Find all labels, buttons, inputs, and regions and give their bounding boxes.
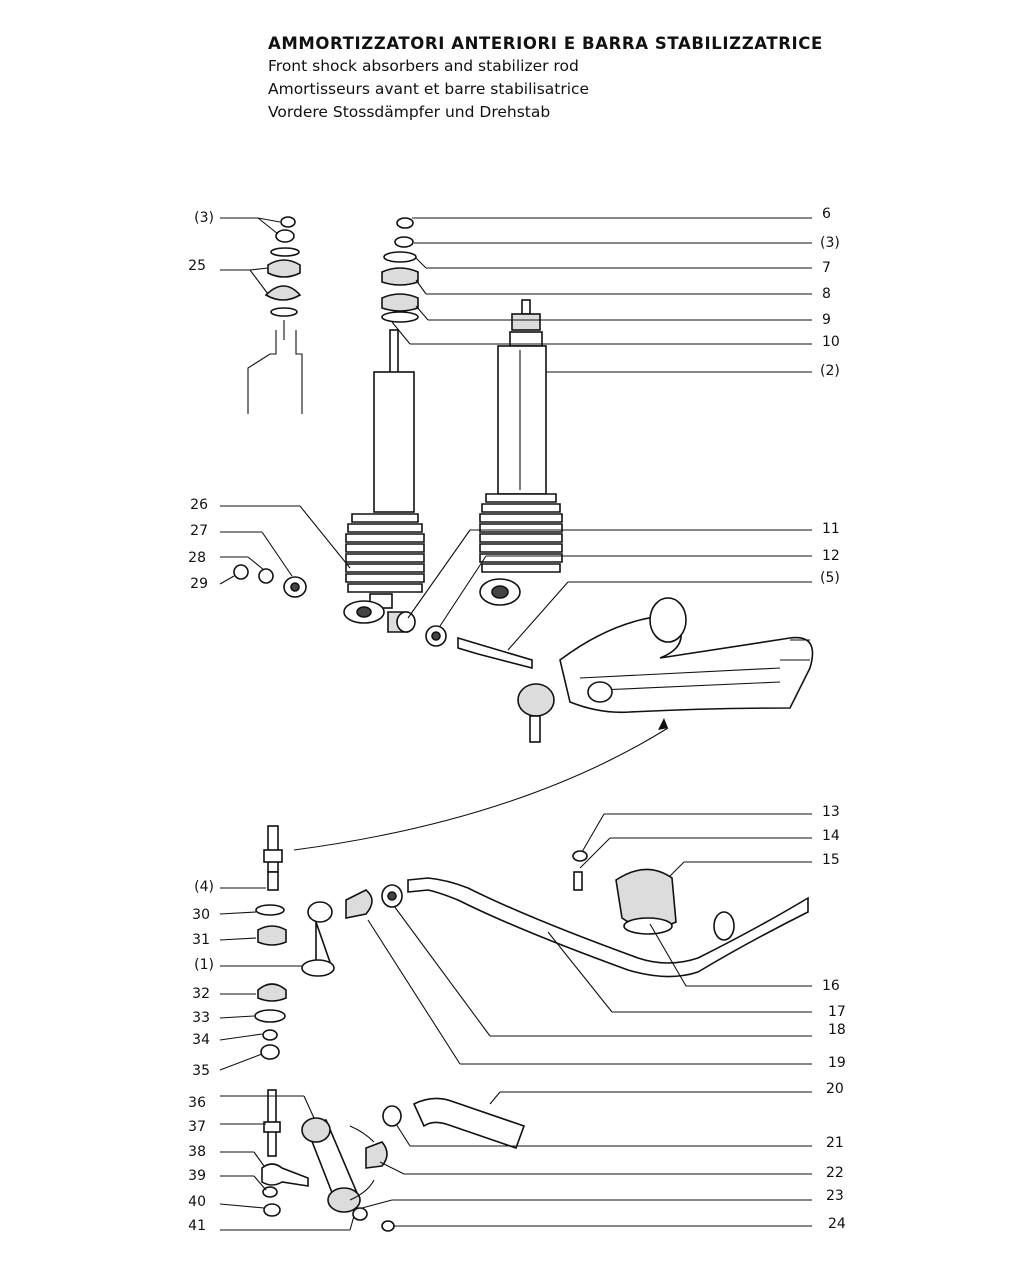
- callout-right-4: 8: [822, 286, 831, 302]
- callout-right-1: 6: [822, 206, 831, 222]
- callout-left-2: 25: [188, 258, 206, 274]
- callout-right-6: 10: [822, 334, 840, 350]
- callout-right-12: 14: [822, 828, 840, 844]
- callout-left-3: 26: [190, 497, 208, 513]
- callout-right-20: 22: [826, 1165, 844, 1181]
- callout-right-18: 20: [826, 1081, 844, 1097]
- callout-left-8: 30: [192, 907, 210, 923]
- callout-right-21: 23: [826, 1188, 844, 1204]
- upper-left-mount-stack: [247, 216, 303, 414]
- right-shock-absorber: [479, 299, 563, 606]
- title-italian: AMMORTIZZATORI ANTERIORI E BARRA STABILI…: [268, 34, 823, 53]
- callout-right-13: 15: [822, 852, 840, 868]
- callout-right-9: 12: [822, 548, 840, 564]
- callout-right-7: (2): [820, 363, 840, 379]
- title-french: Amortisseurs avant et barre stabilisatri…: [268, 80, 590, 98]
- callout-left-10: (1): [194, 957, 214, 973]
- callout-left-19: 40: [188, 1194, 206, 1210]
- callout-left-16: 37: [188, 1119, 206, 1135]
- callout-right-22: 24: [828, 1216, 846, 1232]
- callout-left-6: 29: [190, 576, 208, 592]
- left-shock-absorber: [343, 329, 425, 624]
- callout-left-5: 28: [188, 550, 206, 566]
- callout-left-15: 36: [188, 1095, 206, 1111]
- bar-bracket: [572, 850, 677, 935]
- callout-right-2: (3): [820, 235, 840, 251]
- callout-right-19: 21: [826, 1135, 844, 1151]
- callout-left-13: 34: [192, 1032, 210, 1048]
- stud-stack: [254, 825, 287, 1060]
- leader-lines: [219, 217, 812, 1231]
- title-german: Vordere Stossdämpfer und Drehstab: [268, 103, 551, 121]
- callout-left-20: 41: [188, 1218, 206, 1234]
- callout-left-17: 38: [188, 1144, 206, 1160]
- callout-left-9: 31: [192, 932, 210, 948]
- callout-right-11: 13: [822, 804, 840, 820]
- callout-right-16: 18: [828, 1022, 846, 1038]
- lower-link: [261, 1089, 526, 1232]
- suspension-arm: [517, 597, 814, 743]
- shock-bushings: [233, 564, 533, 670]
- callout-right-14: 16: [822, 978, 840, 994]
- callout-left-11: 32: [192, 986, 210, 1002]
- callout-left-18: 39: [188, 1168, 206, 1184]
- callouts-right: 6 (3) 7 8 9 10 (2) 11 12 (5) 13 14 15 16…: [820, 206, 846, 1232]
- callout-right-5: 9: [822, 312, 831, 328]
- callouts-left: (3) 25 26 27 28 29 (4) 30 31 (1) 32 33 3…: [188, 210, 214, 1234]
- callout-left-12: 33: [192, 1010, 210, 1026]
- right-mount-stack: [381, 217, 419, 323]
- callout-left-14: 35: [192, 1063, 210, 1079]
- callout-right-8: 11: [822, 521, 840, 537]
- stabilizer-bar: [407, 877, 809, 978]
- title-english: Front shock absorbers and stabilizer rod: [268, 57, 579, 75]
- callout-right-15: 17: [828, 1004, 846, 1020]
- callout-right-10: (5): [820, 570, 840, 586]
- callout-left-4: 27: [190, 523, 208, 539]
- callout-left-7: (4): [194, 879, 214, 895]
- parts-drawing: [233, 216, 814, 1232]
- title-block: AMMORTIZZATORI ANTERIORI E BARRA STABILI…: [268, 32, 823, 124]
- callout-right-17: 19: [828, 1055, 846, 1071]
- callout-left-1: (3): [194, 210, 214, 226]
- callout-right-3: 7: [822, 260, 831, 276]
- upper-link: [301, 884, 403, 977]
